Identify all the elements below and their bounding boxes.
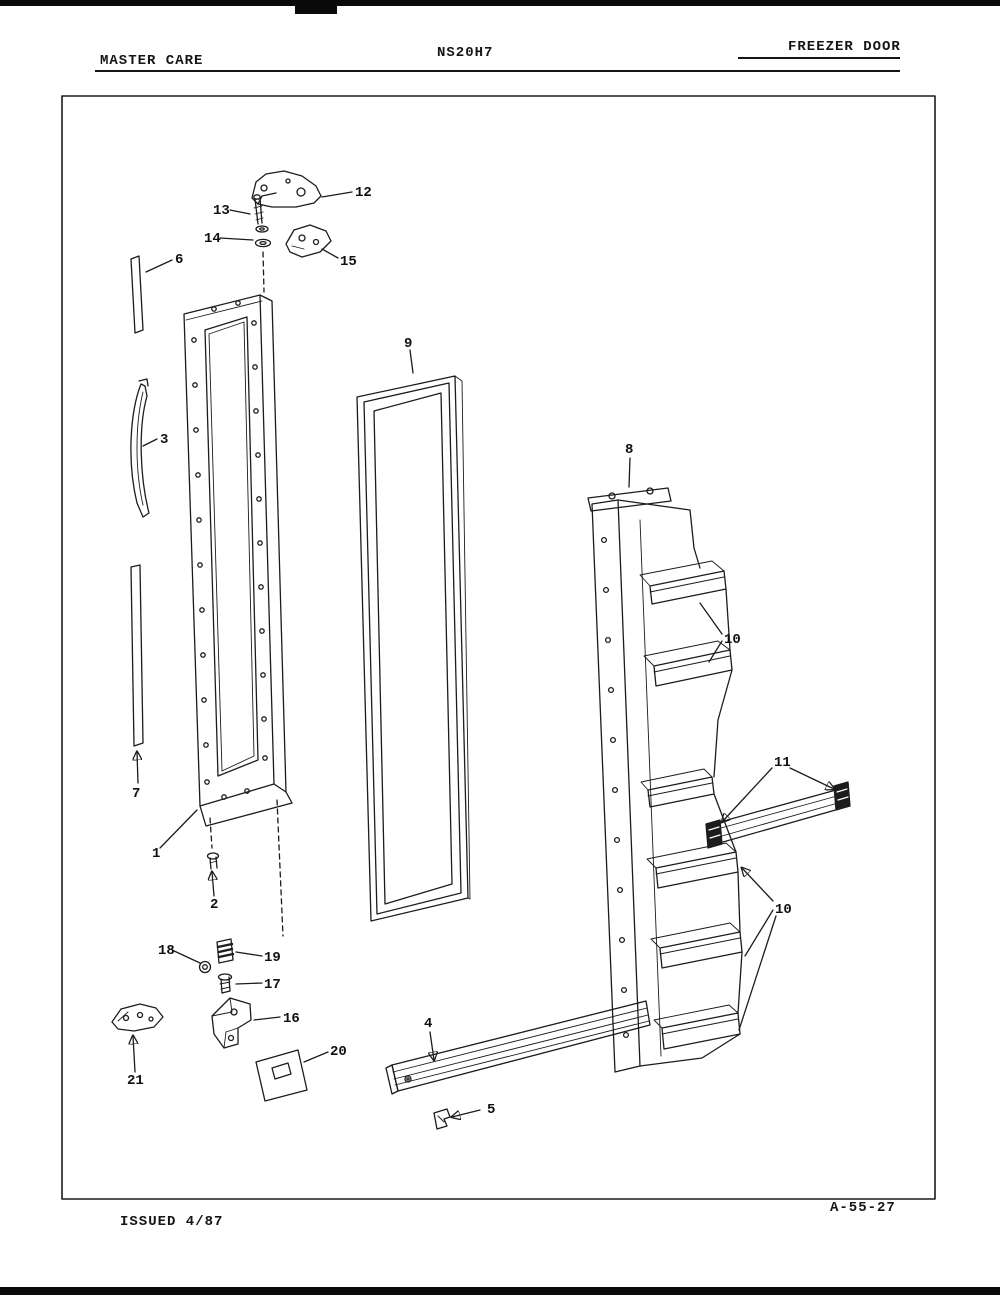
part-19-grommet — [216, 938, 235, 964]
leader-13 — [229, 209, 251, 215]
part-2-plug-button — [206, 852, 220, 870]
part-18-nut — [198, 960, 212, 974]
part-label-14: 14 — [204, 231, 221, 247]
section-title-underline — [738, 57, 900, 59]
part-5-grille-clip — [433, 1108, 451, 1130]
part-label-17: 17 — [264, 977, 281, 993]
scan-artifact-bottom-bar — [0, 1287, 1000, 1295]
part-label-10b: 10 — [775, 902, 792, 918]
part-label-18: 18 — [158, 943, 175, 959]
part-label-1: 1 — [152, 846, 160, 862]
leader-8 — [628, 457, 631, 488]
leader-21 — [133, 1036, 135, 1073]
scan-artifact-top-bar — [0, 0, 1000, 6]
part-9-door-gasket — [356, 375, 471, 922]
leader-6 — [145, 259, 173, 273]
part-label-2: 2 — [210, 897, 218, 913]
part-6-trim-strip-upper — [130, 255, 144, 334]
leader-18 — [171, 949, 201, 964]
part-label-20: 20 — [330, 1044, 347, 1060]
part-label-3: 3 — [160, 432, 168, 448]
leader-4 — [430, 1031, 434, 1060]
assembly-dashed-lines — [209, 251, 284, 937]
part-11-shelf-rail — [705, 781, 851, 849]
leader-10a-2 — [708, 640, 723, 663]
leader-19 — [235, 951, 263, 957]
part-label-7: 7 — [132, 786, 140, 802]
part-label-11: 11 — [774, 755, 791, 771]
part-12-top-hinge-bracket — [251, 170, 322, 208]
part-label-15: 15 — [340, 254, 357, 270]
part-label-5: 5 — [487, 1102, 495, 1118]
part-13-hinge-pin — [253, 194, 264, 225]
part-4-kickplate — [385, 1000, 651, 1095]
part-21-bottom-hinge-plate — [111, 1003, 164, 1032]
part-label-4: 4 — [424, 1016, 432, 1032]
drawing-border — [61, 95, 936, 1200]
part-label-10a: 10 — [724, 632, 741, 648]
section-title: FREEZER DOOR — [788, 39, 901, 55]
leader-15 — [321, 248, 339, 259]
leader-20 — [303, 1051, 329, 1063]
part-8-inner-door-liner — [587, 487, 743, 1073]
part-20-retainer-plate — [255, 1049, 308, 1102]
header-rule — [95, 70, 900, 72]
leader-14 — [219, 237, 254, 241]
leader-11-right — [789, 767, 834, 789]
leader-17 — [235, 982, 263, 985]
leader-16 — [253, 1016, 281, 1021]
part-1-door-frame — [183, 294, 293, 827]
part-label-8: 8 — [625, 442, 633, 458]
part-number-labels: 1 2 3 4 5 6 7 8 9 10 10 11 12 13 14 15 1… — [127, 185, 792, 1118]
part-15-hinge-plate — [285, 224, 332, 258]
leader-3 — [142, 438, 158, 447]
leader-1 — [159, 809, 198, 849]
part-label-16: 16 — [283, 1011, 300, 1027]
brand-title: MASTER CARE — [100, 53, 204, 69]
leader-11-left — [722, 767, 773, 822]
leader-10b-3 — [738, 915, 777, 1031]
part-label-19: 19 — [264, 950, 281, 966]
part-label-13: 13 — [213, 203, 230, 219]
leader-2 — [212, 872, 214, 897]
leader-12 — [321, 191, 353, 198]
part-17-shoulder-screw — [217, 973, 233, 994]
scan-artifact-top-blob — [295, 0, 337, 14]
part-14-washers — [254, 225, 272, 248]
leader-10a-1 — [699, 602, 723, 635]
leader-9 — [409, 349, 414, 374]
leader-lines — [133, 191, 834, 1117]
part-16-bottom-hinge-bracket — [211, 997, 252, 1049]
part-label-21: 21 — [127, 1073, 144, 1089]
issued-date: ISSUED 4/87 — [120, 1214, 224, 1230]
leader-10b-2 — [744, 909, 774, 957]
leader-5 — [452, 1109, 481, 1117]
leader-10b-1 — [742, 868, 774, 902]
model-number: NS20H7 — [437, 45, 494, 61]
part-label-6: 6 — [175, 252, 183, 268]
page-reference: A-55-27 — [827, 1200, 899, 1216]
part-3-door-handle — [130, 378, 150, 518]
part-7-trim-strip-lower — [130, 564, 144, 747]
part-label-12: 12 — [355, 185, 372, 201]
leader-7 — [137, 752, 138, 784]
part-label-9: 9 — [404, 336, 412, 352]
